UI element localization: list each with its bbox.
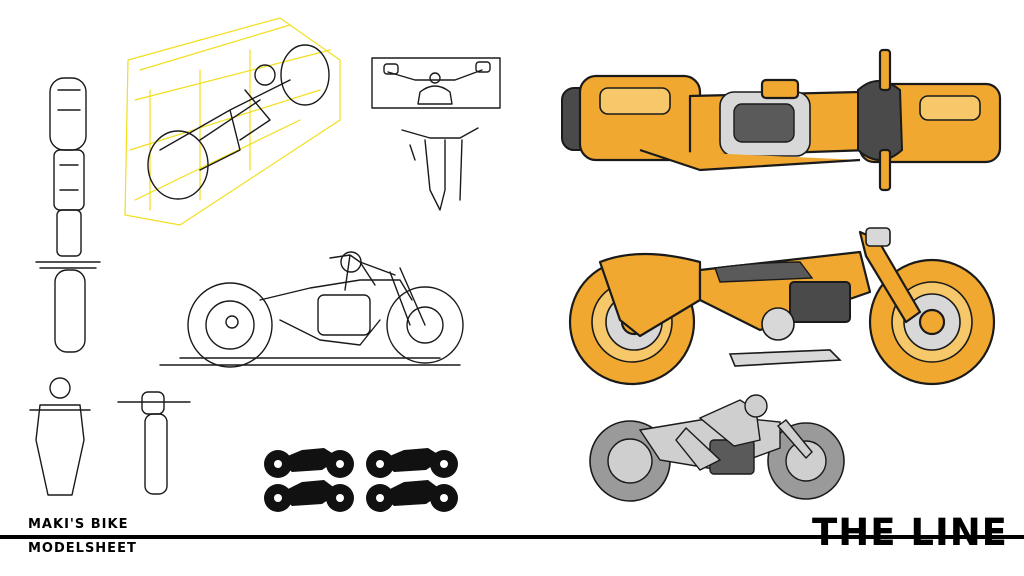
render-top-view <box>561 48 1002 192</box>
render-side-view <box>568 227 996 386</box>
sketch-handlebars <box>371 57 501 211</box>
sketch-side-view <box>159 251 464 368</box>
sketch-top-view <box>35 77 101 353</box>
sheet-title-line1: MAKI'S BIKE <box>28 517 129 532</box>
render-rider-grey <box>589 394 845 502</box>
baseline-rule <box>0 535 1024 539</box>
silhouette-thumbnails <box>264 448 458 512</box>
sketch-perspective-yellow <box>124 17 341 226</box>
sketch-top-small <box>117 391 191 495</box>
sketch-front-rider <box>29 377 91 496</box>
sheet-title-line2: MODELSHEET <box>28 541 137 556</box>
brand-logo: THE LINE <box>812 511 1008 554</box>
